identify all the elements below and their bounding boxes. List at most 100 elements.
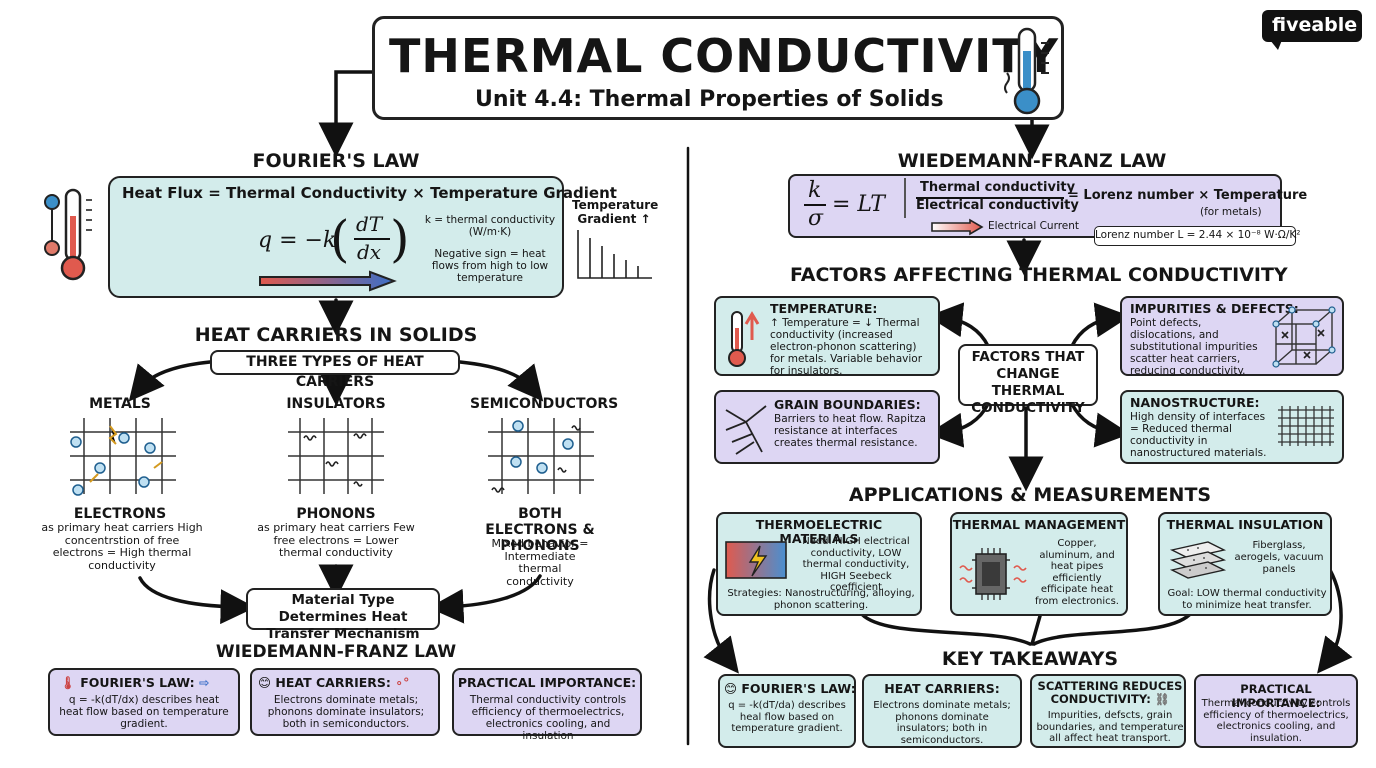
fourier-eq-den: dx (357, 240, 382, 264)
left-card-fourier-title: FOURIER'S LAW: (80, 675, 195, 690)
factor-nano: NANOSTRUCTURE: High density of interface… (1120, 390, 1344, 464)
metals-carrier: ELECTRONS (73, 506, 167, 522)
cpu-chip-icon (959, 548, 1027, 600)
left-wf-heading: WIEDEMANN-FRANZ LAW (215, 642, 457, 662)
wf-frac-den: σ (808, 206, 824, 231)
gradient-label: Temperature Gradient ↑ (572, 198, 659, 226)
factors-center-box: FACTORS THAT CHANGE THERMAL CONDUCTIVITY (958, 344, 1098, 416)
wf-frac-num: k (808, 178, 822, 203)
arrow-right-icon: ⇨ (199, 675, 210, 690)
metal-lattice-icon (70, 418, 176, 496)
heat-flow-arrow-icon (259, 270, 397, 292)
app-thermoelectric-title: THERMOELECTRIC MATERIALS (755, 517, 883, 546)
semis-carrier: BOTH ELECTRONS & PHONONS (485, 506, 595, 554)
app-thermal-mgmt-title: THERMAL MANAGEMENT (952, 517, 1126, 532)
wf-ratio-num: Thermal conductivity (920, 180, 1076, 195)
left-card-carriers-text: Electrons dominate metals; phonons domin… (267, 694, 425, 730)
insulators-title: INSULATORS (286, 396, 386, 412)
left-card-carriers-title: HEAT CARRIERS: (275, 675, 391, 690)
thermometer-small-icon: 🌡 (60, 675, 76, 690)
takeaway-carriers-text: Electrons dominate metals; phonons domin… (873, 700, 1011, 746)
semiconductor-lattice-icon (488, 418, 594, 494)
crystal-defect-icon (1272, 306, 1336, 368)
insulation-layers-icon (1169, 541, 1227, 579)
thermometer-left-icon (44, 188, 92, 281)
takeaway-scattering: SCATTERING REDUCES CONDUCTIVITY: ⛓ Impur… (1030, 674, 1186, 748)
lorenz-text: Lorenz number L = 2.44 × 10⁻⁸ W·Ω/K² (1095, 229, 1301, 241)
factor-impurities-title: IMPURITIES & DEFECTS: (1130, 301, 1299, 316)
factor-grain: GRAIN BOUNDARIES: Barriers to heat flow.… (714, 390, 940, 464)
three-types-box: THREE TYPES OF HEAT CARRIERS (210, 350, 460, 390)
left-card-carriers: 😊 HEAT CARRIERS: ∘° Electrons dominate m… (250, 668, 440, 736)
left-card-practical-title: PRACTICAL IMPORTANCE: (457, 675, 637, 690)
fourier-note-sign: Negative sign = heat flows from high to … (431, 248, 549, 284)
particles-icon: ∘° (395, 675, 410, 690)
app-thermoelectric-need: Need: HIGH electrical conductivity, LOW … (802, 536, 910, 593)
fourier-eq-lhs: q = −k (258, 228, 337, 253)
factors-heading: FACTORS AFFECTING THERMAL CONDUCTIVITY (790, 264, 1288, 286)
factors-center-text: FACTORS THAT CHANGE THERMAL CONDUCTIVITY (971, 349, 1085, 416)
factor-impurities-text: Point defects, dislocations, and substit… (1130, 317, 1258, 377)
metals-desc: as primary heat carriers High concentrst… (41, 521, 203, 572)
factor-temperature-text: ↑ Temperature = ↓ Thermal conductivity (… (770, 317, 923, 377)
app-thermal-mgmt: THERMAL MANAGEMENT Copper, aluminum, and… (950, 512, 1128, 616)
carriers-heading: HEAT CARRIERS IN SOLIDS (194, 324, 478, 346)
semis-title: SEMICONDUCTORS (470, 396, 619, 412)
app-thermoelectric-strat: Strategies: Nanostructuring, alloying, p… (727, 588, 915, 611)
app-insulation-goal: Goal: LOW thermal conductivity to minimi… (1167, 588, 1327, 611)
grain-boundary-icon (725, 405, 767, 455)
fourier-box: Heat Flux = Thermal Conductivity × Tempe… (108, 176, 617, 298)
thermoelectric-icon (725, 541, 787, 579)
takeaway-scattering-title: SCATTERING REDUCES CONDUCTIVITY: (1037, 679, 1183, 706)
fourier-statement: Heat Flux = Thermal Conductivity × Tempe… (122, 184, 617, 202)
factor-nano-text: High density of interfaces = Reduced the… (1130, 411, 1267, 459)
takeaway-fourier-text: q = -k(dT/da) describes heal flow based … (728, 700, 846, 734)
factor-grain-title: GRAIN BOUNDARIES: (774, 397, 921, 412)
takeaway-practical: PRACTICAL IMPORTANCE: Thermal conductivi… (1194, 674, 1358, 748)
three-types-label: THREE TYPES OF HEAT CARRIERS (246, 354, 424, 390)
factor-temperature-title: TEMPERATURE: (770, 301, 878, 316)
factor-nano-title: NANOSTRUCTURE: (1130, 395, 1260, 410)
factor-grain-text: Barriers to heat flow. Rapitza resistanc… (774, 413, 926, 449)
wf-eq-rhs: = LT (832, 192, 885, 217)
app-insulation: THERMAL INSULATION Fiberglass, aerogels,… (1158, 512, 1332, 616)
left-card-practical-text: Thermal conductivity controls efficiency… (469, 694, 627, 742)
left-card-fourier-text: q = -k(dT/dx) describes heat heat flow b… (59, 694, 229, 730)
insulators-carrier: PHONONS (296, 506, 376, 522)
takeaways-heading: KEY TAKEAWAYS (941, 648, 1119, 670)
takeaway-practical-text: Thermal conductivity controls efficiency… (1201, 698, 1351, 744)
conclusion-box: Material Type Determines Heat Transfer M… (246, 588, 440, 642)
app-thermal-mgmt-text: Copper, aluminum, and heat pipes efficie… (1035, 538, 1119, 607)
wf-ratio-den: Electrical conductivity (916, 198, 1079, 213)
fiveable-logo[interactable]: fiveable (1262, 10, 1362, 50)
chain-link-icon: ⛓ (1154, 692, 1170, 706)
thermometer-icon (1004, 27, 1049, 115)
metals-title: METALS (89, 396, 151, 412)
wf-heading: WIEDEMANN-FRANZ LAW (897, 150, 1167, 172)
left-card-practical: PRACTICAL IMPORTANCE: Thermal conductivi… (452, 668, 642, 742)
factor-temperature: TEMPERATURE: ↑ Temperature = ↓ Thermal c… (714, 296, 940, 377)
thermometer-up-icon (728, 311, 760, 367)
current-arrow-icon (931, 218, 984, 236)
takeaway-practical-title: PRACTICAL IMPORTANCE: (1231, 682, 1321, 710)
insulator-lattice-icon (288, 418, 384, 494)
page-subtitle: Unit 4.4: Thermal Properties of Solids (475, 87, 944, 112)
app-insulation-text: Fiberglass, aerogels, vacuum panels (1234, 540, 1324, 575)
wf-current-label: Electrical Current (988, 220, 1080, 232)
semis-desc: Mixed behavior = Intermediate thermal co… (491, 537, 589, 588)
insulators-desc: as primary heat carriers Few free electr… (257, 521, 415, 559)
app-thermoelectric: THERMOELECTRIC MATERIALS Need: HIGH elec… (716, 512, 922, 616)
logo-text: fiveable (1272, 14, 1358, 36)
app-insulation-title: THERMAL INSULATION (1166, 517, 1324, 532)
takeaway-fourier: 😊 FOURIER'S LAW: q = -k(dT/da) describes… (718, 674, 856, 748)
wf-ratio-rhs: = Lorenz number × Temperature (1068, 188, 1308, 203)
title-banner: THERMAL CONDUCTIVITY Unit 4.4: Thermal P… (372, 16, 1064, 120)
gradient-chart-icon (577, 230, 652, 279)
faces-icon: 😊 (258, 675, 272, 690)
takeaway-carriers-title: HEAT CARRIERS: (884, 681, 1000, 696)
wf-for-metals: (for metals) (1200, 206, 1262, 218)
fourier-note-k: k = thermal conductivity (W/m·K) (424, 214, 556, 238)
fourier-heading: FOURIER'S LAW (252, 150, 420, 172)
factor-impurities: IMPURITIES & DEFECTS: Point defects, dis… (1120, 296, 1344, 377)
